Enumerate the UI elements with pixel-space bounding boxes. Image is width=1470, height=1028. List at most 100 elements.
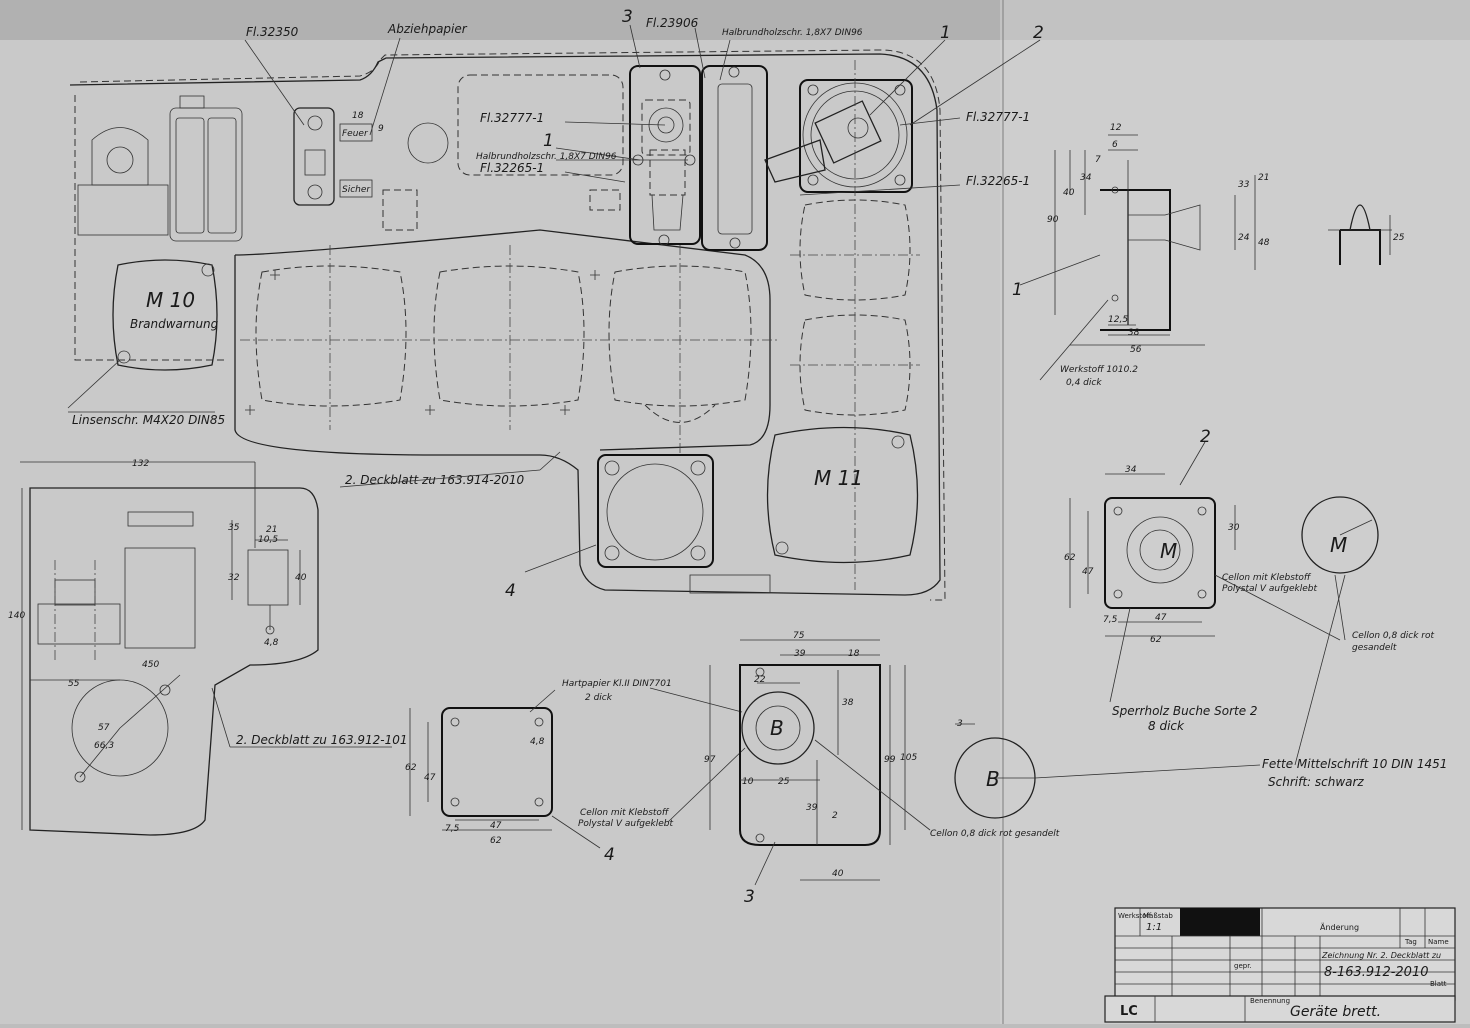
dim-2: 2 <box>832 811 838 821</box>
bracket-detail <box>1019 134 1256 381</box>
dim-25: 25 <box>778 777 790 787</box>
dim-47-d: 47 <box>1155 613 1167 623</box>
dim-47-c: 47 <box>1082 567 1094 577</box>
dim-40-left: 40 <box>295 573 307 583</box>
gepr-label: gepr. <box>1234 962 1252 970</box>
dim-12: 12 <box>1110 123 1122 133</box>
dim-140: 140 <box>8 611 25 621</box>
dim-35: 35 <box>228 523 240 533</box>
dim-24: 24 <box>1238 233 1250 243</box>
blatt-label: Blatt <box>1430 980 1447 988</box>
top-left-parts <box>77 74 624 242</box>
dim-105: 105 <box>900 753 917 763</box>
dim-450: 450 <box>142 660 159 670</box>
dim-9-top: 9 <box>378 124 384 134</box>
dim-18-top: 18 <box>352 111 364 121</box>
dim-30: 30 <box>1228 523 1240 533</box>
fl23906-label: Fl.23906 <box>646 16 699 30</box>
dim-55: 55 <box>68 679 80 689</box>
feuer-label: Feuer <box>342 129 369 139</box>
main-panel-outline <box>69 49 946 601</box>
dim-21-bracket: 21 <box>1258 173 1269 183</box>
letter-b-part3: B <box>770 716 784 740</box>
instrument-top-right <box>764 79 913 193</box>
dim-10: 10 <box>742 777 754 787</box>
massstab-value: 1:1 <box>1146 922 1162 933</box>
part-4-detail <box>409 707 553 831</box>
dim-4-8-left: 4,8 <box>264 638 279 648</box>
fl32777-left-label: Fl.32777-1 <box>480 111 544 125</box>
dim-62-a: 62 <box>405 763 417 773</box>
lower-left-view <box>20 461 319 836</box>
callout-2-top: 2 <box>1033 23 1044 43</box>
callout-1-bracket: 1 <box>1012 280 1023 300</box>
callout-4-mid: 4 <box>505 581 516 601</box>
dim-4-8-b: 4,8 <box>530 737 545 747</box>
callout-3-top: 3 <box>622 7 633 27</box>
werkstoff-header: Werkstoff <box>1118 912 1151 920</box>
fl32350-label: Fl.32350 <box>246 25 299 39</box>
cellon-rot-right-label: Cellon 0,8 dick rot <box>1352 631 1435 641</box>
werkstoff-label: Werkstoff 1010.2 <box>1060 365 1138 375</box>
dim-7-5-a: 7,5 <box>445 824 460 834</box>
fl32265-left-label: Fl.32265-1 <box>480 161 544 175</box>
part-3-detail <box>709 639 906 886</box>
dim-22: 22 <box>754 675 766 685</box>
dim-75: 75 <box>793 631 805 641</box>
sperrholz-dick-label: 8 dick <box>1148 719 1185 733</box>
tag-header: Tag <box>1404 938 1417 946</box>
dim-97: 97 <box>704 755 716 765</box>
dim-62-b: 62 <box>490 836 502 846</box>
clip-profile <box>1328 204 1392 265</box>
cellon-polystal-bl-label: Polystal V aufgeklebt <box>578 819 673 829</box>
massstab-header: Maßstab <box>1143 912 1173 920</box>
fette-schrift-label: Fette Mittelschrift 10 DIN 1451 <box>1262 757 1447 771</box>
dim-34-bracket: 34 <box>1080 173 1092 183</box>
cellon-klebstoff-r-label: Cellon mit Klebstoff <box>1222 573 1312 583</box>
leader-lines <box>67 24 1041 573</box>
callout-1-left: 1 <box>543 131 554 151</box>
letter-b-disk: B <box>986 767 1000 791</box>
letter-m-disk: M <box>1330 533 1347 557</box>
cellon-rot-bottom-label: Cellon 0,8 dick rot gesandelt <box>930 829 1060 839</box>
m10-label: M 10 <box>146 288 195 312</box>
m10-instrument <box>112 259 218 371</box>
cellon-polystal-r-label: Polystal V aufgeklebt <box>1222 584 1317 594</box>
dim-48: 48 <box>1258 238 1270 248</box>
benennung-header: Benennung <box>1250 997 1290 1005</box>
dim-38-a: 38 <box>842 698 854 708</box>
dim-132: 132 <box>132 459 149 469</box>
fl32777-right-label: Fl.32777-1 <box>966 110 1030 124</box>
dim-40-b: 40 <box>832 869 844 879</box>
dim-21: 21 <box>266 525 277 535</box>
instrument-4-panel <box>597 454 771 594</box>
name-header: Name <box>1428 938 1449 946</box>
m11-label: M 11 <box>814 466 863 490</box>
brandwarnung-label: Brandwarnung <box>130 317 219 331</box>
lc-label: LC <box>1120 1004 1138 1019</box>
m11-instrument <box>766 426 919 564</box>
dim-39-a: 39 <box>794 649 806 659</box>
dim-90: 90 <box>1047 215 1059 225</box>
dim-56: 56 <box>1130 345 1142 355</box>
letter-m-part2: M <box>1160 539 1177 563</box>
dim-7: 7 <box>1095 155 1101 165</box>
deckblatt-101-label: 2. Deckblatt zu 163.912-101 <box>236 733 408 747</box>
dim-32: 32 <box>228 573 240 583</box>
dim-62-d: 62 <box>1150 635 1162 645</box>
dim-12-5: 12,5 <box>1108 315 1128 325</box>
sicher-label: Sicher <box>342 185 371 195</box>
dim-66-3: 66,3 <box>94 741 114 751</box>
dim-57: 57 <box>98 723 110 733</box>
dim-62-c: 62 <box>1064 553 1076 563</box>
linsenschr-label: Linsenschr. M4X20 DIN85 <box>72 413 225 427</box>
werkstoff-dick-label: 0,4 dick <box>1066 378 1102 388</box>
dim-99: 99 <box>884 755 896 765</box>
deckblatt-2010-label: 2. Deckblatt zu 163.914-2010 <box>345 473 525 487</box>
instrument-cutouts <box>240 60 920 590</box>
dim-39-b: 39 <box>806 803 818 813</box>
aenderung-header: Änderung <box>1320 922 1359 932</box>
drawing-number: 8-163.912-2010 <box>1324 965 1429 980</box>
